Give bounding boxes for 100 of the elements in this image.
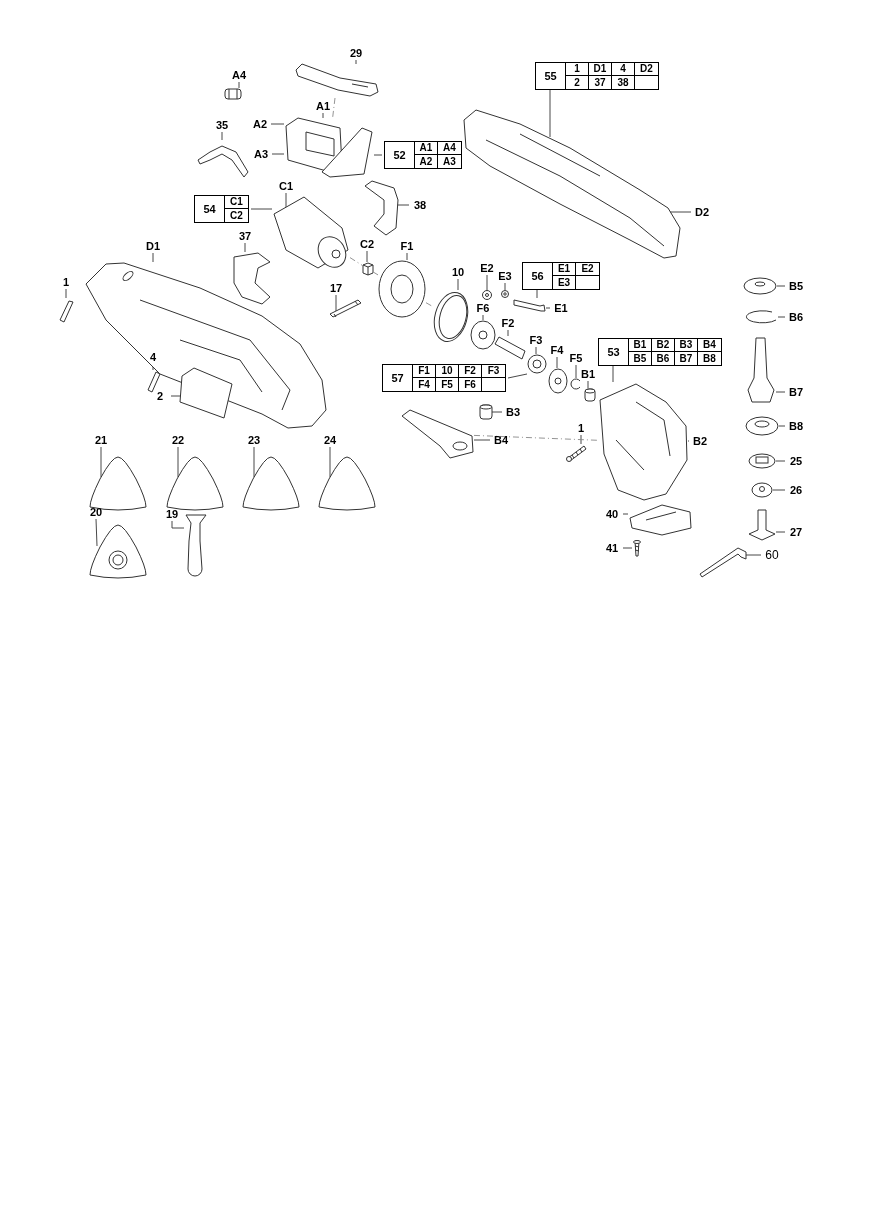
- callout-number: A1: [314, 99, 332, 113]
- part-number: 37: [594, 77, 606, 88]
- callout-number: 24: [321, 433, 339, 447]
- part-number: B4: [703, 340, 716, 350]
- part-number: F5: [441, 379, 453, 390]
- part-number: A1: [419, 143, 433, 153]
- callout-number: B3: [504, 405, 522, 419]
- callout-number: E3: [496, 269, 514, 283]
- sanding-sheet-drawing: [241, 456, 301, 510]
- part-number: 10: [441, 366, 453, 376]
- motor-cover-drawing: [232, 252, 272, 306]
- leader-line: [556, 356, 558, 369]
- leader-line: [549, 89, 551, 138]
- part-number: F4: [418, 379, 430, 390]
- callout-number: 29: [347, 46, 365, 60]
- callout-number: F2: [499, 316, 517, 330]
- leader-line: [622, 547, 633, 549]
- part-number: E2: [581, 264, 594, 274]
- leader-line: [777, 316, 786, 318]
- leader-line: [669, 211, 692, 213]
- nut-drawing: [362, 262, 374, 276]
- leader-line: [244, 242, 246, 253]
- callout-number: 17: [327, 281, 345, 295]
- callout-number: 25: [787, 454, 805, 468]
- leader-line: [536, 289, 538, 299]
- callout-number: 40: [603, 507, 621, 521]
- leader-line: [65, 288, 67, 299]
- leader-line: [622, 513, 629, 515]
- leader-line: [221, 131, 223, 141]
- callout-number: B1: [579, 367, 597, 381]
- clip-ring-drawing: [570, 378, 582, 390]
- leader-line: [587, 380, 589, 389]
- part-number: B3: [679, 340, 693, 350]
- callout-number: 27: [787, 525, 805, 539]
- leader-line: [366, 250, 368, 263]
- kit-number: 57: [391, 372, 404, 384]
- kit-table: [535, 62, 659, 90]
- cap-drawing: [224, 88, 242, 100]
- leader-line: [772, 489, 786, 491]
- callout-number: 41: [603, 541, 621, 555]
- leader-line: [270, 123, 285, 125]
- leader-line: [504, 282, 506, 291]
- sleeve-drawing: [584, 388, 596, 402]
- alignment-line: [373, 272, 379, 276]
- pin-drawing: [328, 298, 362, 318]
- alignment-line: [349, 257, 363, 266]
- kit-number: 55: [544, 70, 557, 82]
- leader-line: [271, 153, 285, 155]
- leader-line: [545, 307, 551, 309]
- alignment-line: [425, 302, 433, 307]
- leader-line: [177, 446, 179, 478]
- leader-line: [507, 373, 528, 379]
- callout-number: B6: [787, 310, 805, 324]
- bushing-drawing: [479, 404, 493, 420]
- leader-line: [250, 208, 273, 210]
- leader-line: [778, 425, 786, 427]
- callout-number: 21: [92, 433, 110, 447]
- part-number: B7: [679, 353, 693, 364]
- nut-drawing: [751, 482, 773, 498]
- part-number: C2: [230, 210, 243, 221]
- fork-lever-drawing: [400, 408, 474, 460]
- leader-line: [373, 154, 383, 156]
- gear-head-drawing: [598, 382, 688, 502]
- leader-line: [100, 446, 102, 478]
- gear-housing-drawing: [378, 260, 426, 318]
- motor-drawing: [272, 196, 350, 270]
- bearing-drawing: [527, 354, 547, 374]
- alignment-line: [332, 97, 336, 119]
- housing-half-drawing: [84, 262, 328, 430]
- sanding-sheet-drawing: [317, 456, 377, 510]
- callout-number: 20: [87, 505, 105, 519]
- leader-line: [406, 252, 408, 261]
- washer-drawing: [501, 290, 509, 298]
- sanding-sheet-drawing: [165, 456, 225, 510]
- spindle-drawing: [748, 336, 776, 404]
- switch-module-drawing: [284, 118, 374, 178]
- callout-number: 37: [236, 229, 254, 243]
- leader-line: [482, 314, 484, 321]
- leader-line: [322, 112, 324, 119]
- callout-number: D2: [693, 205, 711, 219]
- ring-drawing: [432, 290, 470, 344]
- leader-line: [396, 204, 410, 206]
- screw-drawing: [566, 444, 588, 462]
- callout-number: 10: [449, 265, 467, 279]
- part-number: B2: [656, 340, 670, 350]
- disc-drawing: [548, 368, 568, 394]
- washer-drawing: [743, 277, 777, 295]
- leader-line: [285, 192, 287, 209]
- callout-number: E2: [478, 261, 496, 275]
- housing-half-drawing: [462, 108, 682, 260]
- part-number: A4: [443, 143, 456, 153]
- part-number: A3: [443, 156, 456, 167]
- kit-number: 56: [531, 270, 544, 282]
- leader-line: [575, 364, 577, 379]
- leader-line: [253, 446, 255, 478]
- leader-line: [329, 446, 331, 478]
- leader-line: [486, 274, 488, 291]
- part-number: B8: [703, 353, 716, 364]
- leader-line: [745, 554, 762, 556]
- kit-table: [598, 338, 722, 366]
